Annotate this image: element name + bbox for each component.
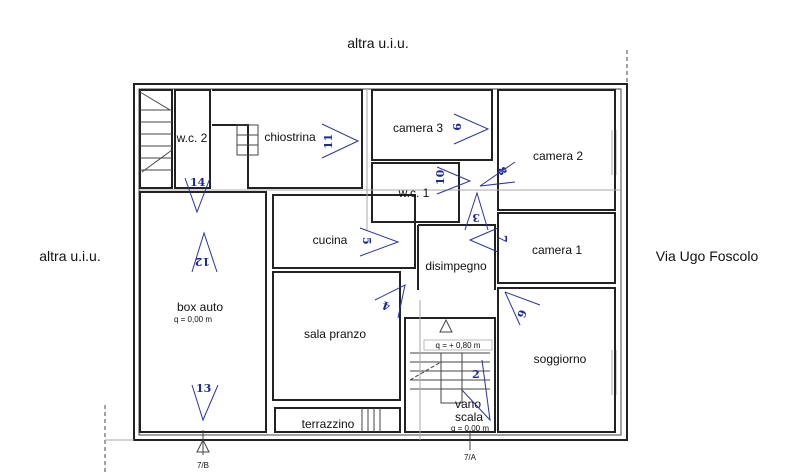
outer-walls xyxy=(104,50,628,473)
room-label-vano: vano xyxy=(455,397,481,411)
room-soggiorno xyxy=(497,287,616,433)
room-label-camera2: camera 2 xyxy=(533,149,583,163)
svg-text:10: 10 xyxy=(434,169,447,185)
room-disimpegno xyxy=(417,224,496,290)
photo-point-5: 5 xyxy=(359,227,400,257)
section-mark-a: 7/A xyxy=(439,318,477,462)
photo-point-2: 2 xyxy=(461,359,491,422)
section-mark-b: 7/B xyxy=(196,430,210,470)
photo-point-13: 13 xyxy=(191,382,219,422)
level-landing: q = + 0,80 m xyxy=(436,341,481,350)
photo-point-3: 3 xyxy=(464,191,489,231)
room-wc2 xyxy=(174,89,211,189)
level-box xyxy=(423,339,493,351)
room-cucina xyxy=(272,194,416,269)
room-label-camera3: camera 3 xyxy=(393,121,443,135)
level-vano-scala: q = 0,00 m xyxy=(451,424,489,433)
room-label-sala-pranzo: sala pranzo xyxy=(304,327,366,341)
interior-walls xyxy=(139,89,620,440)
svg-text:12: 12 xyxy=(195,255,210,268)
room-label-wc2: w.c. 2 xyxy=(176,131,208,145)
room-label-wc1: w.c. 1 xyxy=(398,186,430,200)
room-label-terrazzino: terrazzino xyxy=(302,417,355,431)
neighbor-label-top: altra u.i.u. xyxy=(347,35,408,51)
photo-point-12: 12 xyxy=(191,231,218,273)
room-label-chiostrina: chiostrina xyxy=(264,130,316,144)
level-box-auto: q = 0,00 m xyxy=(174,315,212,324)
photo-point-11: 11 xyxy=(321,123,360,159)
svg-text:9: 9 xyxy=(450,123,463,131)
svg-text:7/B: 7/B xyxy=(197,461,209,470)
svg-text:6: 6 xyxy=(514,308,529,320)
room-sala-pranzo xyxy=(272,271,401,401)
room-label-cucina: cucina xyxy=(313,233,348,247)
room-label-disimpegno: disimpegno xyxy=(425,259,487,273)
svg-text:2: 2 xyxy=(472,368,480,381)
stair-left xyxy=(139,89,173,189)
svg-text:5: 5 xyxy=(360,237,373,245)
room-camera1 xyxy=(497,212,616,284)
room-camera3 xyxy=(371,89,493,161)
svg-text:3: 3 xyxy=(472,211,480,224)
photo-point-7: 7 xyxy=(468,227,509,253)
svg-text:14: 14 xyxy=(190,176,206,189)
svg-text:13: 13 xyxy=(196,382,211,395)
svg-text:7: 7 xyxy=(496,235,509,243)
room-label-box-auto: box auto xyxy=(177,300,223,314)
room-vano-scala xyxy=(404,317,496,433)
room-label-scala: scala xyxy=(455,410,483,424)
photo-points: 2 3 4 5 6 7 8 9 10 11 12 13 14 xyxy=(184,113,541,422)
photo-point-6: 6 xyxy=(504,291,541,326)
room-label-soggiorno: soggiorno xyxy=(534,352,587,366)
svg-text:8: 8 xyxy=(494,165,509,178)
svg-text:7/A: 7/A xyxy=(464,453,477,462)
street-label: Via Ugo Foscolo xyxy=(656,248,759,264)
photo-point-10: 10 xyxy=(434,166,472,195)
svg-text:4: 4 xyxy=(380,298,392,313)
photo-point-14: 14 xyxy=(184,176,211,214)
svg-text:11: 11 xyxy=(322,134,335,149)
neighbor-label-left: altra u.i.u. xyxy=(39,248,100,264)
photo-point-4: 4 xyxy=(374,284,406,319)
room-label-camera1: camera 1 xyxy=(532,243,582,257)
room-terrazzino xyxy=(274,407,401,433)
photo-point-9: 9 xyxy=(450,113,490,145)
room-camera2 xyxy=(497,89,616,211)
